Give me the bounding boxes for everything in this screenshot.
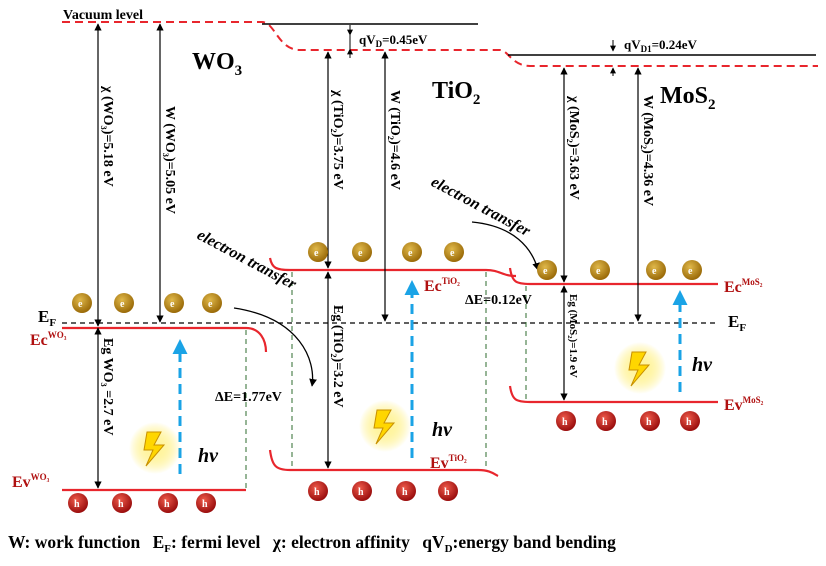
mos2-chi-label: χ (MoS₂)=3.63 eV xyxy=(566,95,581,200)
electrons-tio2: e e e e xyxy=(308,242,464,262)
electron: e xyxy=(682,260,702,280)
electrons-wo3: e e e e xyxy=(72,293,222,313)
svg-text:h: h xyxy=(74,499,80,510)
tio2-ec-label: EcTiO₂ xyxy=(424,276,460,295)
qvd-label: qVD=0.45eV xyxy=(359,32,428,49)
mos2-w-label: W (MoS₂)=4.36 eV xyxy=(640,95,655,206)
holes-tio2: h h h h xyxy=(308,481,458,501)
lightning-icon xyxy=(614,342,666,394)
svg-text:e: e xyxy=(170,299,175,310)
svg-text:h: h xyxy=(444,487,450,498)
svg-text:h: h xyxy=(562,417,568,428)
wo3-eg-label: Eg WO₃ =2.7 eV xyxy=(100,338,115,435)
hole: h xyxy=(640,411,660,431)
tio2-delta-e-label: ΔE=0.12eV xyxy=(465,293,532,308)
electron: e xyxy=(114,293,134,313)
legend-w: W: work function xyxy=(8,532,141,552)
svg-text:h: h xyxy=(202,499,208,510)
hole: h xyxy=(680,411,700,431)
fermi-level-label-left: EF xyxy=(38,307,56,329)
svg-text:h: h xyxy=(314,487,320,498)
electron: e xyxy=(352,242,372,262)
hole: h xyxy=(158,493,178,513)
svg-text:e: e xyxy=(652,266,657,277)
tio2-hv-label: hv xyxy=(432,419,453,441)
electron: e xyxy=(72,293,92,313)
hole: h xyxy=(68,493,88,513)
lightning-icon xyxy=(359,400,411,452)
hole: h xyxy=(596,411,616,431)
electron: e xyxy=(590,260,610,280)
electron: e xyxy=(537,260,557,280)
svg-text:e: e xyxy=(543,266,548,277)
svg-text:h: h xyxy=(402,487,408,498)
svg-text:h: h xyxy=(646,417,652,428)
mos2-conduction-band xyxy=(508,267,718,286)
svg-text:e: e xyxy=(688,266,693,277)
tio2-w-label: W (TiO₂)=4.6 eV xyxy=(387,90,402,190)
electron: e xyxy=(402,242,422,262)
hole: h xyxy=(556,411,576,431)
electron: e xyxy=(646,260,666,280)
hole: h xyxy=(196,493,216,513)
wo3-w-label: W (WO₃)=5.05 eV xyxy=(162,106,177,214)
svg-text:h: h xyxy=(686,417,692,428)
svg-text:e: e xyxy=(314,248,319,259)
svg-text:e: e xyxy=(120,299,125,310)
svg-text:e: e xyxy=(408,248,413,259)
mos2-eg-label: Eg (MoS₂)=1.9 eV xyxy=(567,294,579,378)
wo3-ev-label: EvWO₃ xyxy=(12,472,50,491)
hole: h xyxy=(438,481,458,501)
qvd1-label: qVD1=0.24eV xyxy=(624,37,698,54)
svg-text:h: h xyxy=(118,499,124,510)
hole: h xyxy=(396,481,416,501)
electron: e xyxy=(444,242,464,262)
electron-transfer-arrow-2 xyxy=(471,221,540,271)
electrons-mos2: e e e e xyxy=(537,260,702,280)
electron: e xyxy=(202,293,222,313)
svg-text:e: e xyxy=(78,299,83,310)
tio2-name: TiO2 xyxy=(432,78,480,108)
vacuum-level-line xyxy=(62,21,818,67)
mos2-ec-label: EcMoS₂ xyxy=(724,277,763,296)
legend-chi: χ: electron affinity xyxy=(272,532,410,552)
svg-text:h: h xyxy=(602,417,608,428)
mos2-ev-label: EvMoS₂ xyxy=(724,395,764,414)
tio2-ev-label: EvTiO₂ xyxy=(430,453,467,472)
holes-wo3: h h h h xyxy=(68,493,216,513)
electron-transfer-label-2: electron transfer xyxy=(428,174,534,241)
tio2-eg-label: Eg (TiO₂)=3.2 eV xyxy=(330,305,345,408)
hole: h xyxy=(352,481,372,501)
electron-transfer-arrow-1 xyxy=(233,307,317,387)
wo3-hv-label: hv xyxy=(198,445,219,467)
holes-mos2: h h h h xyxy=(556,411,700,431)
svg-text:h: h xyxy=(358,487,364,498)
mos2-valence-band xyxy=(508,385,718,404)
tio2-valence-band xyxy=(268,449,499,477)
hole: h xyxy=(112,493,132,513)
mos2-hv-label: hv xyxy=(692,354,713,376)
lightning-icon xyxy=(129,422,181,474)
tio2-chi-label: χ (TiO₂)=3.75 eV xyxy=(330,89,345,190)
hole: h xyxy=(308,481,328,501)
wo3-name: WO3 xyxy=(192,49,242,79)
wo3-conduction-band xyxy=(62,326,268,353)
fermi-level-label-right: EF xyxy=(728,312,746,334)
svg-text:e: e xyxy=(358,248,363,259)
svg-text:e: e xyxy=(450,248,455,259)
svg-text:e: e xyxy=(596,266,601,277)
wo3-ec-label: EcWO₃ xyxy=(30,330,67,349)
electron: e xyxy=(308,242,328,262)
svg-text:e: e xyxy=(208,299,213,310)
vacuum-level-label: Vacuum level xyxy=(63,8,143,23)
mos2-name: MoS2 xyxy=(660,83,716,113)
tio2-conduction-band xyxy=(268,257,517,278)
svg-text:h: h xyxy=(164,499,170,510)
electron-transfer-label-1: electron transfer xyxy=(194,227,300,294)
wo3-delta-e-label: ΔE=1.77eV xyxy=(215,390,282,405)
wo3-chi-label: χ (WO₃)=5.18 eV xyxy=(100,85,115,187)
electron: e xyxy=(164,293,184,313)
legend-caption: W: work function EF: fermi level χ: elec… xyxy=(8,532,616,555)
